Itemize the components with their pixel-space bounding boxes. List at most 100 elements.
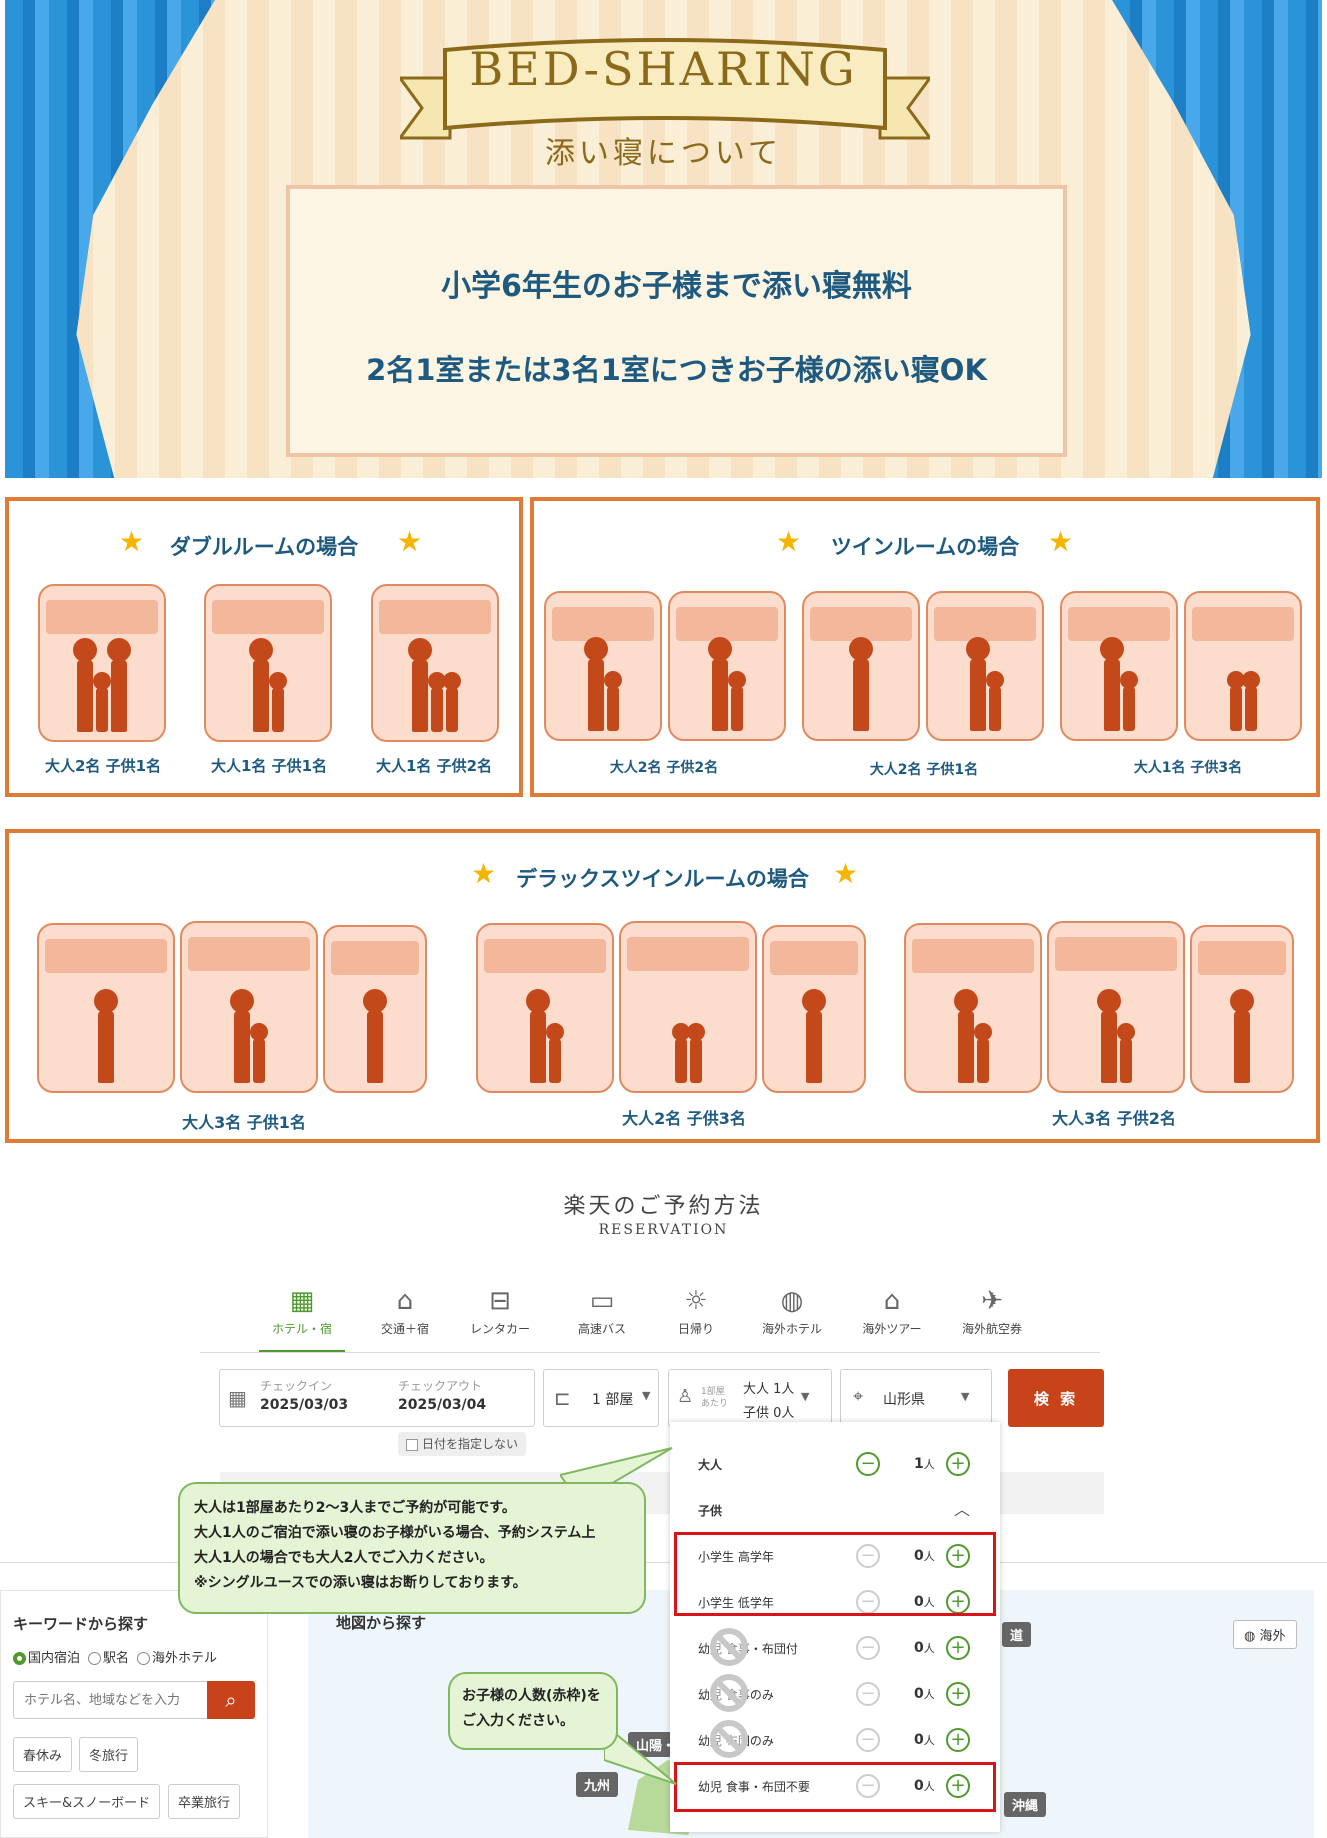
train-hotel-icon: ⌂ xyxy=(396,1286,414,1316)
reservation-title: 楽天のご予約方法 xyxy=(563,1194,764,1219)
nav-tab-bus[interactable]: ▭高速バス xyxy=(552,1282,652,1337)
prefecture-value: 山形県 xyxy=(883,1392,925,1408)
adult-note-callout: 大人は1部屋あたり2〜3人までご予約が可能です。 大人1人のご宿泊で添い寝のお子… xyxy=(178,1482,646,1614)
checkbox-icon xyxy=(406,1438,418,1451)
hero-message-box: 小学6年生のお子様まで添い寝無料 2名1室または3名1室につきお子様の添い寝OK xyxy=(286,185,1067,457)
tag-winter-trip[interactable]: 冬旅行 xyxy=(79,1737,139,1772)
highlight-elementary-rows xyxy=(674,1532,996,1616)
star-icon: ★ xyxy=(471,857,497,890)
child-decrement-button[interactable]: − xyxy=(856,1636,880,1660)
child-row-label: 小学生 高学年 xyxy=(698,1550,774,1564)
car-icon: ⊟ xyxy=(489,1286,511,1316)
region-kyushu[interactable]: 九州 xyxy=(576,1772,619,1797)
checkin-value: 2025/03/03 xyxy=(260,1397,349,1413)
bed xyxy=(802,591,920,741)
guests-select[interactable]: ♙ 1部屋あたり 大人 1人 子供 0人 ▼ xyxy=(668,1369,832,1427)
nav-tab-overseas-tour[interactable]: ⌂海外ツアー xyxy=(842,1282,942,1337)
bed xyxy=(371,584,499,742)
rooms-value: 1 部屋 xyxy=(592,1392,634,1408)
region-hokkaido[interactable]: 道 xyxy=(1002,1622,1032,1647)
double-room-title: ダブルルームの場合 xyxy=(169,535,359,559)
globe-icon: ◍ xyxy=(1244,1629,1260,1644)
prohibited-icon xyxy=(710,1674,748,1712)
star-icon: ★ xyxy=(397,525,423,558)
child-increment-button[interactable]: + xyxy=(946,1544,970,1568)
date-field[interactable]: ▦ チェックイン 2025/03/03 チェックアウト 2025/03/04 xyxy=(219,1369,535,1427)
adult-count: 1人 xyxy=(914,1456,935,1472)
nav-tab-overseas-flight[interactable]: ✈海外航空券 xyxy=(942,1282,1042,1337)
bed xyxy=(38,584,166,742)
nav-divider xyxy=(200,1352,1100,1353)
radio-domestic[interactable]: 国内宿泊 xyxy=(13,1647,80,1666)
chevron-up-icon[interactable]: ︿ xyxy=(954,1500,971,1519)
bed xyxy=(180,921,318,1093)
child-decrement-button[interactable]: − xyxy=(856,1774,880,1798)
room-caption: 大人1名 子供3名 xyxy=(1133,760,1243,776)
bed xyxy=(1190,925,1294,1093)
child-increment-button[interactable]: + xyxy=(946,1728,970,1752)
bed xyxy=(544,591,662,741)
child-row-label: 小学生 低学年 xyxy=(698,1596,774,1610)
bus-icon: ▭ xyxy=(589,1286,615,1316)
tag-graduation-trip[interactable]: 卒業旅行 xyxy=(168,1784,241,1819)
star-icon: ★ xyxy=(119,525,145,558)
section-divider xyxy=(0,1562,1327,1563)
region-okinawa[interactable]: 沖縄 xyxy=(1004,1792,1047,1817)
nav-tab-overseas-hotel[interactable]: ◍海外ホテル xyxy=(742,1282,842,1337)
double-room-section: ★ ダブルルームの場合 ★ 大人2名 子供1名 大人1名 子供1名 大人1名 子… xyxy=(5,497,523,797)
adult-decrement-button[interactable]: − xyxy=(856,1452,880,1476)
child-count: 0人 xyxy=(914,1640,935,1656)
callout-pointer xyxy=(604,1722,677,1785)
child-decrement-button[interactable]: − xyxy=(856,1682,880,1706)
bed xyxy=(926,591,1044,741)
hero-line-1: 小学6年生のお子様まで添い寝無料 xyxy=(441,269,912,304)
tag-ski[interactable]: スキー&スノーボード xyxy=(13,1784,161,1819)
location-pin-icon: ⌖ xyxy=(853,1386,864,1407)
chevron-down-icon: ▼ xyxy=(801,1390,810,1403)
search-scope-radios: 国内宿泊 駅名 海外ホテル xyxy=(13,1647,217,1666)
search-button[interactable]: 検 索 xyxy=(1008,1369,1104,1427)
prefecture-select[interactable]: ⌖ 山形県 ▼ xyxy=(840,1369,992,1427)
room-caption: 大人3名 子供1名 xyxy=(182,1113,306,1132)
globe-hotel-icon: ◍ xyxy=(780,1286,804,1316)
radio-station[interactable]: 駅名 xyxy=(88,1647,129,1666)
child-decrement-button[interactable]: − xyxy=(856,1544,880,1568)
nav-tab-day-trip[interactable]: ☼日帰り xyxy=(646,1282,746,1337)
person-icon: ♙ xyxy=(677,1386,694,1407)
child-count: 0人 xyxy=(914,1548,935,1564)
keyword-search-button[interactable]: ⌕ xyxy=(207,1681,255,1719)
adult-increment-button[interactable]: + xyxy=(946,1452,970,1476)
reservation-subtitle: RESERVATION xyxy=(598,1222,729,1238)
prohibited-icon xyxy=(710,1628,748,1666)
child-increment-button[interactable]: + xyxy=(946,1774,970,1798)
keyword-input[interactable] xyxy=(13,1681,208,1719)
nav-tab-rental-car[interactable]: ⊟レンタカー xyxy=(450,1282,550,1337)
bed xyxy=(668,591,786,741)
nav-tab-train-hotel[interactable]: ⌂交通＋宿 xyxy=(355,1282,455,1337)
room-caption: 大人1名 子供1名 xyxy=(210,757,328,775)
bed xyxy=(904,923,1042,1093)
star-icon: ★ xyxy=(776,525,802,558)
adult-summary: 大人 1人 xyxy=(743,1382,795,1397)
checkout-label: チェックアウト xyxy=(398,1379,483,1393)
radio-overseas-hotel[interactable]: 海外ホテル xyxy=(137,1647,217,1666)
room-caption: 大人2名 子供2名 xyxy=(609,760,719,776)
deluxe-twin-room-section: ★ デラックスツインルームの場合 ★ 大人3名 子供1名 大人2名 子供3名 大… xyxy=(5,829,1320,1143)
nav-tab-hotel[interactable]: ▦ホテル・宿 xyxy=(252,1282,352,1337)
child-decrement-button[interactable]: − xyxy=(856,1728,880,1752)
child-increment-button[interactable]: + xyxy=(946,1682,970,1706)
chevron-down-icon: ▼ xyxy=(961,1390,970,1403)
bed xyxy=(1047,921,1185,1093)
rooms-select[interactable]: ⊏ 1 部屋 ▼ xyxy=(543,1369,659,1427)
overseas-map-button[interactable]: ◍ 海外 xyxy=(1233,1620,1297,1649)
banner-title: BED-SHARING xyxy=(469,42,858,96)
no-date-checkbox[interactable]: 日付を指定しない xyxy=(398,1432,527,1456)
tag-spring-break[interactable]: 春休み xyxy=(13,1737,73,1772)
plane-icon: ✈ xyxy=(981,1286,1003,1316)
child-count: 0人 xyxy=(914,1686,935,1702)
bed xyxy=(1184,591,1302,741)
chevron-down-icon: ▼ xyxy=(642,1389,651,1402)
child-increment-button[interactable]: + xyxy=(946,1636,970,1660)
hero-banner: BED-SHARING 添い寝について 小学6年生のお子様まで添い寝無料 2名1… xyxy=(5,0,1322,478)
prohibited-icon xyxy=(710,1720,748,1758)
